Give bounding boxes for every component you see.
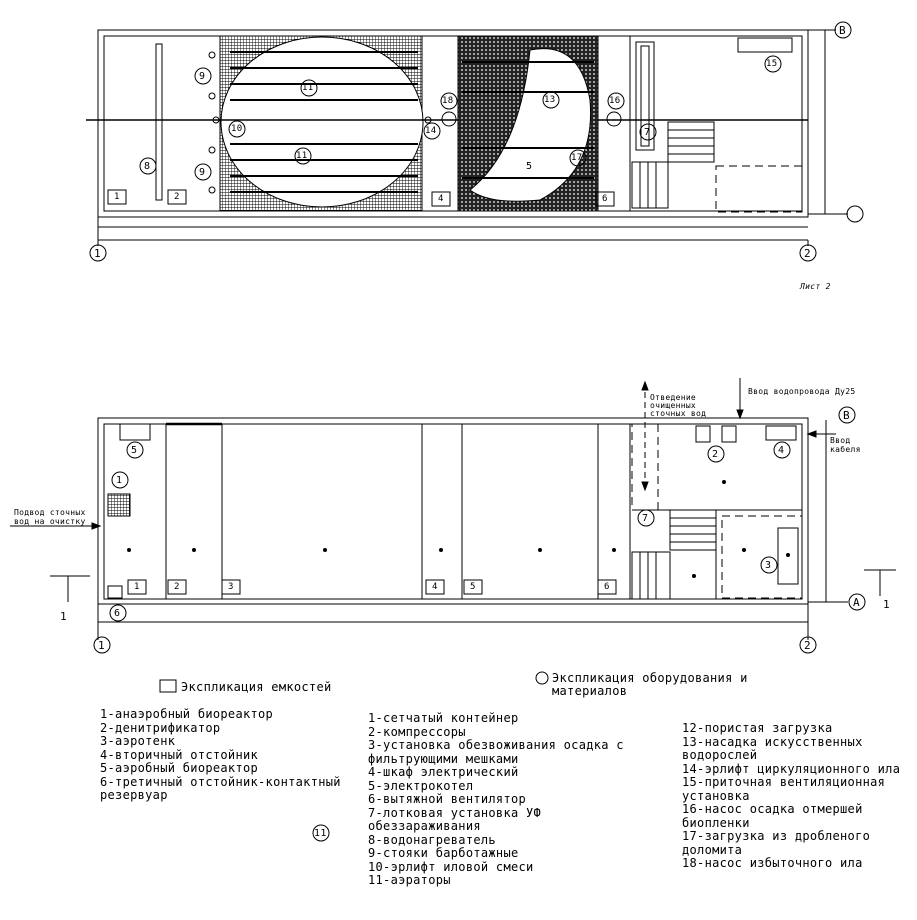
legend-equipment-item: 15-приточная вентиляционная установка — [682, 775, 886, 803]
bottom-eq-6: 6 — [114, 608, 121, 619]
legend-equipment-item: 3-установка обезвоживания осадка с фильт… — [368, 738, 624, 766]
top-tank-4: 4 — [438, 194, 444, 204]
bottom-eq-4: 4 — [778, 445, 785, 456]
bottom-axis-b: В — [843, 409, 850, 422]
top-eq-14: 14 — [425, 126, 437, 136]
legend-equipment-item: 2-компрессоры — [368, 724, 466, 739]
legend-equipment-item: 9-стояки барботажные — [368, 846, 519, 860]
legend-equipment-item: 5-электрокотел — [368, 778, 474, 793]
top-plan — [86, 21, 864, 262]
sheet-label: Лист 2 — [800, 282, 831, 291]
legend-equipment-item: 14-эрлифт циркуляционного ила — [682, 761, 901, 776]
bottom-axis-1: 1 — [98, 639, 105, 652]
section-mark-right: 1 — [883, 598, 890, 611]
bottom-axis-a: А — [853, 596, 860, 609]
legend-equipment-item: 7-лотковая установка УФ обеззараживания — [368, 805, 542, 833]
top-tank-1: 1 — [114, 192, 120, 202]
legend-equipment-list-a: 1-сетчатый контейнер 2-компрессоры 3-уст… — [368, 711, 630, 888]
top-eq-10: 10 — [231, 124, 243, 134]
bottom-eq-1: 1 — [116, 475, 123, 486]
top-eq-9b: 9 — [199, 167, 206, 178]
top-axis-1: 1 — [94, 247, 101, 260]
top-eq-9a: 9 — [199, 71, 206, 82]
note-water-supply: Ввод водопровода Ду25 — [748, 387, 856, 396]
legend-tank-item: 6-третичный отстойник-контактный резерву… — [100, 774, 341, 802]
legend-equipment-item: 10-эрлифт иловой смеси — [368, 859, 534, 874]
legend-equipment-item: 8-водонагреватель — [368, 832, 496, 847]
top-tank-2: 2 — [174, 192, 180, 202]
legend-equipment-item: 1-сетчатый контейнер — [368, 711, 519, 725]
legend-equipment-item: 11-аэраторы — [368, 873, 451, 887]
top-axis-2: 2 — [804, 247, 811, 260]
top-eq-8: 8 — [144, 161, 151, 172]
section-mark-left: 1 — [60, 610, 67, 623]
legend-equipment-item: 16-насос осадка отмершей биопленки — [682, 802, 863, 830]
top-eq-7: 7 — [644, 127, 651, 138]
bottom-axis-2: 2 — [804, 639, 811, 652]
legend-equipment-item: 6-вытяжной вентилятор — [368, 792, 527, 806]
note-wastewater-in: Подвод сточных вод на очистку — [14, 508, 86, 526]
legend-tanks-list: 1-анаэробный биореактор 2-денитрификатор… — [100, 707, 362, 803]
bottom-tank-1: 1 — [134, 582, 140, 592]
bottom-tank-4: 4 — [432, 582, 438, 592]
top-eq-13: 13 — [544, 95, 556, 105]
bottom-eq-2: 2 — [712, 449, 719, 460]
legend-equipment-item: 18-насос избыточного ила — [682, 856, 863, 870]
note-treated-out: Отведение очищенных сточных вод — [650, 393, 707, 418]
top-eq-11b: 11 — [296, 151, 308, 161]
legend-tank-item: 4-вторичный отстойник — [100, 747, 259, 762]
top-eq-11a: 11 — [302, 83, 314, 93]
bottom-eq-5: 5 — [131, 445, 138, 456]
note-cable: Ввод кабеля — [830, 436, 861, 454]
top-eq-18: 18 — [442, 96, 454, 106]
bottom-eq-7: 7 — [642, 513, 649, 524]
bottom-tank-6: 6 — [604, 582, 610, 592]
top-eq-16: 16 — [609, 96, 621, 106]
legend-equipment-list-b: 12-пористая загрузка 13-насадка искусств… — [682, 721, 902, 871]
top-axis-b: В — [839, 24, 846, 37]
top-eq-15: 15 — [766, 59, 778, 69]
legend-tank-item: 1-анаэробный биореактор — [100, 707, 274, 721]
bottom-plan — [10, 378, 896, 654]
legend-tanks-title: Экспликация емкостей — [181, 680, 332, 694]
bottom-eq-3: 3 — [765, 560, 772, 571]
bottom-tank-5: 5 — [470, 582, 476, 592]
top-tank-6: 6 — [602, 194, 608, 204]
bottom-tank-2: 2 — [174, 582, 180, 592]
top-tank-5: 5 — [526, 161, 533, 172]
legend-tank-item: 2-денитрификатор — [100, 720, 221, 735]
legend-tank-item: 3-аэротенк — [100, 734, 176, 748]
legend-equipment-title: Экспликация оборудования и материалов — [552, 671, 748, 698]
legend-equipment-item: 12-пористая загрузка — [682, 721, 833, 735]
legend-equipment-item: 17-загрузка из дробленого доломита — [682, 829, 871, 857]
legend-equipment-item: 13-насадка искусственных водорослей — [682, 734, 863, 762]
top-eq-17: 17 — [571, 153, 583, 163]
legend-equipment-item: 4-шкаф электрический — [368, 765, 519, 779]
stray-number-mark: 11 — [314, 828, 327, 839]
bottom-tank-3: 3 — [228, 582, 234, 592]
legend-tank-item: 5-аэробный биореактор — [100, 761, 259, 775]
